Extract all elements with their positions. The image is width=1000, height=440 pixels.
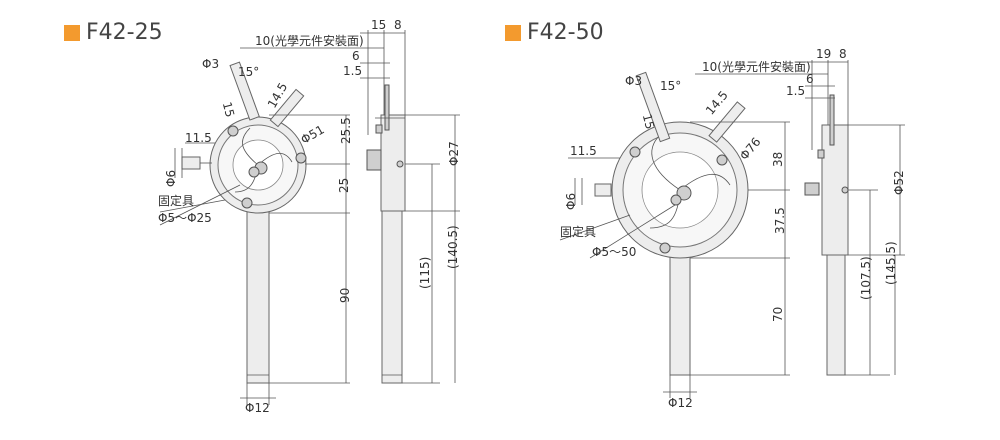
post-rod [669,251,691,376]
dim-25: 25 [337,178,351,193]
orange-square-icon [64,24,80,41]
model-title: F42-50 [527,20,604,45]
dim-90: 90 [338,288,352,303]
orange-square-icon [505,24,521,41]
dim-25-5: 25.5 [339,117,353,144]
dim-14-5: 14.5 [703,88,731,117]
dim-side-8: 8 [839,47,847,61]
dim-15: 15 [640,112,657,130]
dim-140-5: (140.5) [446,225,460,269]
model-title: F42-25 [86,20,163,45]
side-rod [381,210,403,384]
dim-side-6: 6 [352,49,360,63]
post-rod [246,204,270,384]
title-f42-50: F42-50 [505,20,604,45]
optical-plane-label: 10(光學元件安裝面) [255,33,364,48]
range-label: Φ5～50 [592,245,636,259]
dim-phi6: Φ6 [564,193,578,210]
dim-11-5: 11.5 [185,131,212,145]
dim-70: 70 [771,307,785,322]
range-label: Φ5～Φ25 [158,211,212,225]
dim-side-19: 19 [816,47,831,61]
dim-phi12: Φ12 [668,396,693,410]
drawing-f42-50: 11.5 Φ6 固定具 Φ5～50 Φ3 15° 15 14.5 Φ76 38 … [559,47,906,410]
dim-115: (115) [418,257,432,289]
dim-phi76: Φ76 [737,135,764,163]
title-f42-25: F42-25 [64,20,163,45]
fixture-screw [181,156,201,170]
fixture-screw [594,183,612,197]
dim-phi6: Φ6 [164,170,178,187]
dim-side-15: 15 [371,18,386,32]
dim-15deg: 15° [660,79,681,93]
fixture-label: 固定具 [158,193,194,208]
dim-side-6: 6 [806,72,814,86]
dim-side-8: 8 [394,18,402,32]
dim-phi27: Φ27 [447,141,461,166]
dim-phi12: Φ12 [245,401,270,415]
side-rod [826,254,846,376]
dim-phi3: Φ3 [202,57,219,71]
dim-phi52: Φ52 [892,170,906,195]
dim-107-5: (107.5) [859,256,873,300]
dim-side-1-5: 1.5 [786,84,805,98]
dim-side-1-5: 1.5 [343,64,362,78]
drawing-f42-25: 11.5 Φ6 固定具 Φ5～Φ25 Φ3 15° 14.5 15 Φ51 25… [158,18,461,415]
dim-15deg: 15° [238,65,259,79]
dim-phi3: Φ3 [625,74,642,88]
dim-38: 38 [771,152,785,167]
dim-145-5: (145.5) [884,241,898,285]
dim-phi51: Φ51 [298,122,326,146]
panel-f42-50: F42-50 11.5 Φ6 固定具 Φ5 [500,0,1000,440]
dim-37-5: 37.5 [773,207,787,234]
dim-15: 15 [220,100,237,118]
fixture-label: 固定具 [560,224,596,239]
panel-f42-25: F42-25 [64,18,461,415]
dim-11-5: 11.5 [570,144,597,158]
optical-plane-label: 10(光學元件安裝面) [702,59,811,74]
